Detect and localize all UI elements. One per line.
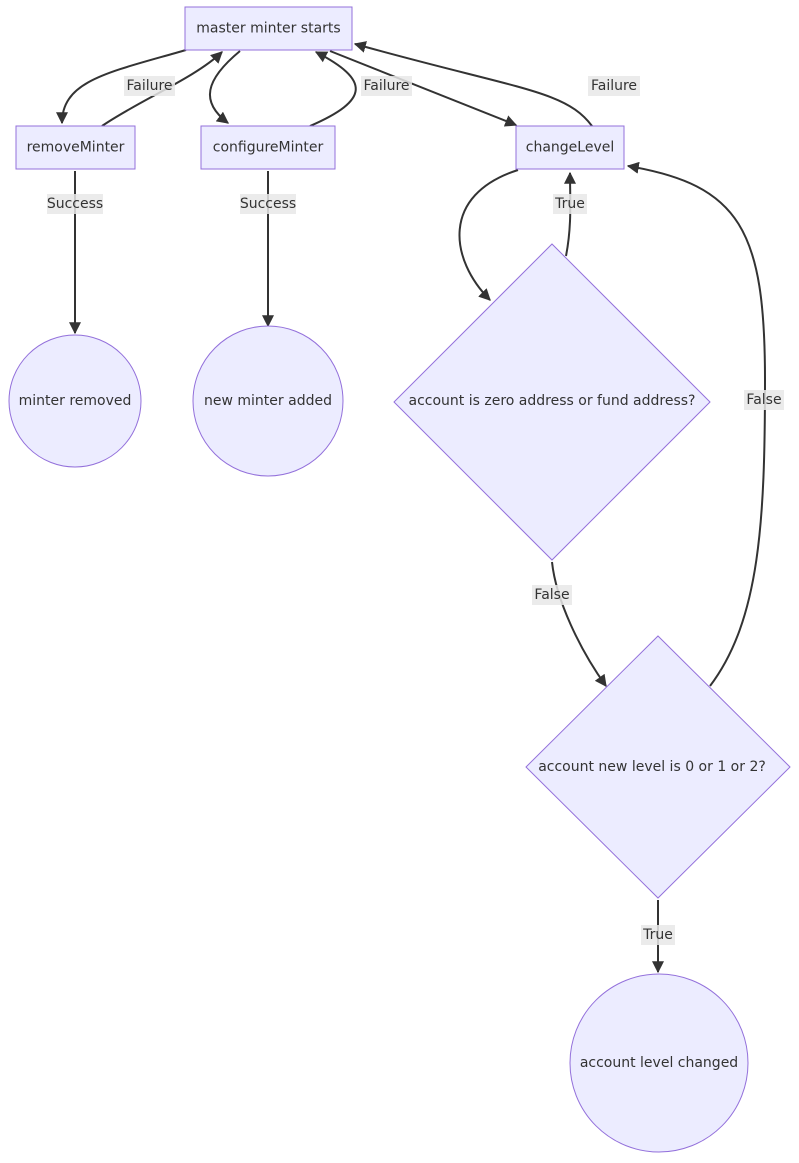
- edge-label-zero-false: False: [532, 585, 572, 605]
- edge-label-text: False: [534, 587, 569, 603]
- node-minter-removed: minter removed: [8, 334, 142, 468]
- edge-start-to-remove: [56, 49, 187, 125]
- edge-label-text: Success: [47, 196, 103, 212]
- node-master-minter-starts: master minter starts: [184, 6, 353, 51]
- node-label: removeMinter: [27, 140, 125, 156]
- edge-change-to-decision-zero: [458, 169, 519, 301]
- node-label: master minter starts: [196, 21, 340, 37]
- edge-decision-level-false: [626, 161, 767, 687]
- edge-decision-zero-false: [551, 561, 607, 687]
- edge-decision-zero-true: [564, 171, 577, 257]
- node-remove-minter: removeMinter: [15, 125, 136, 170]
- edge-label-remove-success: Success: [47, 194, 103, 214]
- edge-start-to-change: [329, 50, 518, 127]
- node-label: account is zero address or fund address?: [409, 393, 696, 409]
- node-decision-zero-address: account is zero address or fund address?: [393, 243, 711, 561]
- edge-label-remove-failure: Failure: [124, 76, 175, 96]
- edge-label-configure-success: Success: [240, 194, 296, 214]
- node-label: changeLevel: [526, 140, 614, 156]
- edge-label-text: True: [642, 927, 673, 943]
- node-label: minter removed: [19, 393, 132, 409]
- edge-label-configure-failure: Failure: [361, 76, 412, 96]
- edge-label-zero-true: True: [553, 194, 587, 214]
- edge-label-text: Failure: [363, 78, 409, 94]
- edge-label-level-true: True: [641, 925, 675, 945]
- edge-change-failure: [353, 41, 593, 127]
- edge-label-change-failure: Failure: [588, 76, 640, 96]
- edge-label-text: Failure: [126, 78, 172, 94]
- node-change-level: changeLevel: [515, 125, 625, 170]
- edge-label-level-false: False: [744, 390, 784, 410]
- node-decision-new-level: account new level is 0 or 1 or 2?: [525, 635, 791, 899]
- edge-configure-failure: [309, 51, 357, 127]
- node-label: account new level is 0 or 1 or 2?: [538, 759, 766, 775]
- node-label: configureMinter: [213, 140, 324, 156]
- node-label: account level changed: [580, 1055, 738, 1071]
- edge-label-text: False: [746, 392, 781, 408]
- edge-label-text: Success: [240, 196, 296, 212]
- edge-label-text: True: [554, 196, 585, 212]
- node-label: new minter added: [204, 393, 332, 409]
- node-account-level-changed: account level changed: [569, 973, 749, 1153]
- edge-start-to-configure: [208, 50, 241, 124]
- node-new-minter-added: new minter added: [192, 325, 344, 477]
- node-configure-minter: configureMinter: [200, 125, 336, 170]
- edge-label-text: Failure: [591, 78, 637, 94]
